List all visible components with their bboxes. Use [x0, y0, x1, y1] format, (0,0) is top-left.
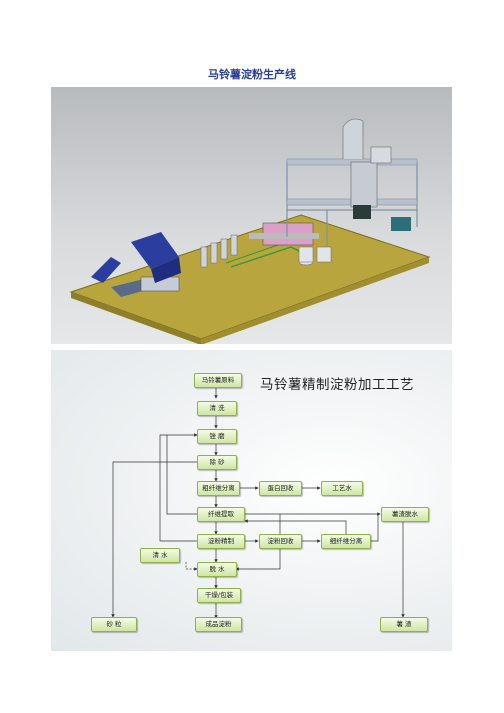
- node-dewater: 脱 水: [197, 562, 237, 577]
- production-line-illustration: [69, 118, 431, 344]
- node-grind: 锉 磨: [197, 429, 237, 444]
- node-residue-dewater: 薯渣脱水: [381, 507, 429, 522]
- node-clean-water: 清 水: [140, 548, 180, 563]
- node-coarse-fiber: 粗纤维分离: [197, 481, 240, 496]
- page-title: 马铃薯淀粉生产线: [208, 68, 296, 81]
- node-raw-material: 马铃薯原料: [194, 373, 242, 388]
- production-line-render: [51, 87, 452, 344]
- process-flow-panel: [51, 350, 452, 651]
- node-dry-pack: 干燥/包装: [197, 588, 241, 603]
- node-wash: 清 洗: [197, 401, 237, 416]
- node-finished-starch: 成品淀粉: [195, 617, 242, 632]
- node-protein-recovery: 蛋白回收: [259, 481, 302, 496]
- node-residue: 薯 渣: [380, 617, 428, 632]
- node-fine-fiber: 细纤维分离: [321, 534, 371, 549]
- flow-heading: 马铃薯精制淀粉加工工艺: [260, 377, 414, 393]
- node-starch-recover: 淀粉回收: [259, 534, 302, 549]
- node-sand: 砂 粒: [91, 617, 137, 632]
- node-fiber-extract: 纤维提取: [197, 507, 245, 522]
- node-desand: 除 砂: [197, 455, 237, 470]
- node-process-water: 工艺水: [321, 481, 363, 496]
- node-starch-refine: 淀粉精制: [197, 534, 245, 549]
